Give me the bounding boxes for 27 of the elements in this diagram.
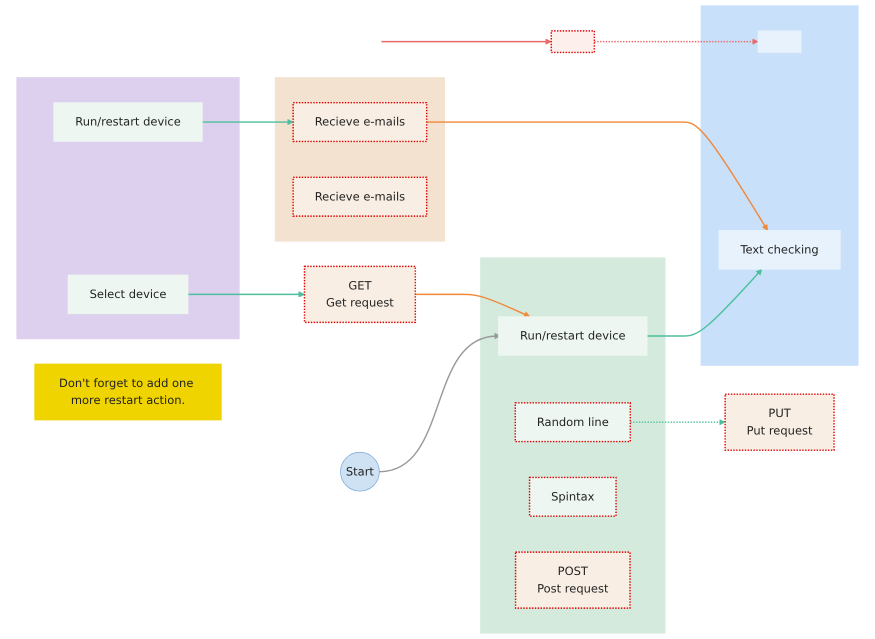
node-box: PUT Put request: [724, 393, 835, 451]
arrow: [594, 38, 758, 45]
arrow: [381, 38, 552, 45]
arrow: [415, 294, 530, 318]
arrow: [647, 268, 762, 337]
node-box: POST Post request: [514, 551, 631, 609]
node-circle: Start: [340, 452, 380, 492]
node-box: [758, 30, 802, 53]
node-box: Recieve e-mails: [292, 102, 428, 142]
node-box: Run/restart device: [53, 102, 203, 142]
node-box: Don't forget to add one more restart action.: [34, 364, 222, 420]
node-box: GET Get request: [304, 266, 416, 324]
node-box: Select device: [68, 274, 188, 314]
arrow: [426, 121, 768, 231]
node-box: Spintax: [528, 476, 617, 517]
arrow: [630, 419, 726, 426]
cluster: [480, 257, 666, 634]
cluster: [16, 77, 240, 340]
arrow: [202, 118, 294, 126]
cluster: [274, 77, 445, 242]
arrow: [188, 291, 305, 298]
node-box: Text checking: [718, 230, 841, 270]
node-box: Random line: [514, 402, 632, 442]
node-box: Run/restart device: [498, 316, 648, 356]
node-box: Recieve e-mails: [292, 176, 428, 217]
cluster: [700, 5, 859, 366]
node-box: [550, 30, 596, 54]
